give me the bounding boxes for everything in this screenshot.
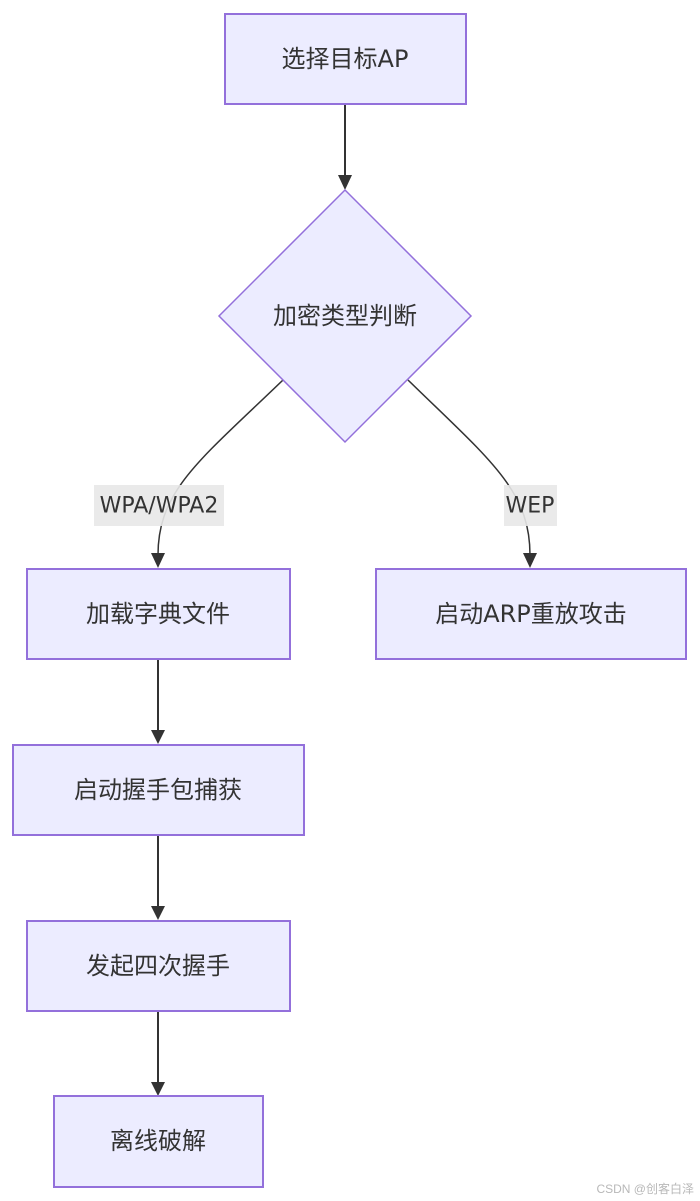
node-capture-handshake[interactable]: 启动握手包捕获 [12,744,305,836]
node-offline-crack[interactable]: 离线破解 [53,1095,264,1188]
node-four-way-handshake-label: 发起四次握手 [86,952,230,980]
edge-handshake-to-crack [151,1012,165,1096]
arrowhead-icon [338,175,352,190]
edge-check-to-arp [407,379,537,568]
node-load-dictionary[interactable]: 加载字典文件 [26,568,291,660]
edge-label-wpa-text: WPA/WPA2 [100,494,219,519]
edge-label-wep: WEP [504,485,557,526]
node-capture-handshake-label: 启动握手包捕获 [74,776,242,804]
edge-dictionary-to-capture [151,660,165,744]
edge-label-wpa: WPA/WPA2 [94,485,224,526]
arrowhead-icon [523,553,537,568]
node-encryption-check-label: 加密类型判断 [273,302,417,330]
arrowhead-icon [151,553,165,568]
node-four-way-handshake[interactable]: 发起四次握手 [26,920,291,1012]
node-arp-replay[interactable]: 启动ARP重放攻击 [375,568,687,660]
edge-check-to-dictionary [151,379,284,568]
arrowhead-icon [151,906,165,920]
node-select-ap-label: 选择目标AP [282,45,409,73]
node-load-dictionary-label: 加载字典文件 [86,600,230,628]
arrowhead-icon [151,1082,165,1096]
edge-label-wep-text: WEP [506,494,555,519]
arrowhead-icon [151,730,165,744]
node-arp-replay-label: 启动ARP重放攻击 [435,600,627,628]
edge-capture-to-handshake [151,836,165,920]
watermark: CSDN @创客白泽 [596,1182,694,1196]
node-select-ap[interactable]: 选择目标AP [224,13,467,105]
node-encryption-check[interactable]: 加密类型判断 [217,188,473,444]
node-offline-crack-label: 离线破解 [110,1127,206,1155]
edge-select-to-check [338,105,352,190]
